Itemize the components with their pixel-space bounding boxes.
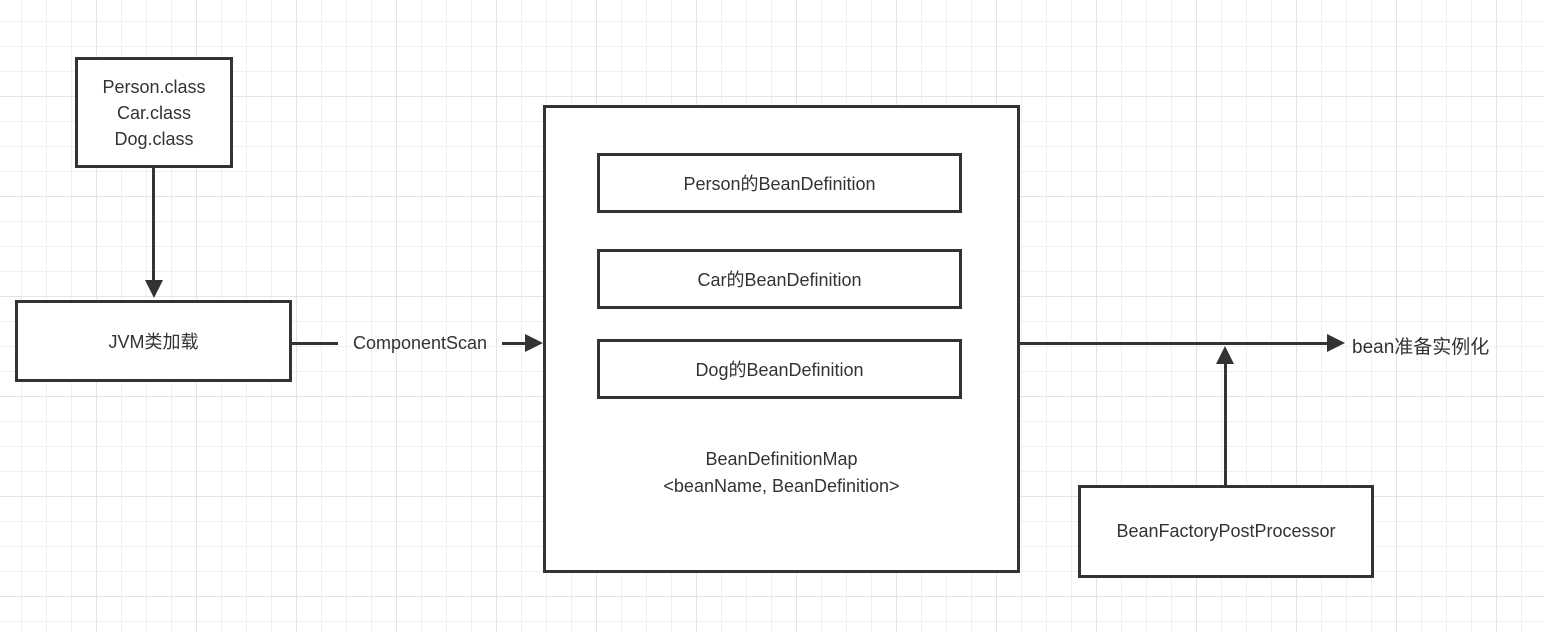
arrow-up-icon	[1216, 346, 1234, 364]
node-jvm-class-loading-label: JVM类加载	[108, 332, 199, 352]
bean-definition-map-caption: BeanDefinitionMap <beanName, BeanDefinit…	[546, 446, 1017, 500]
node-person-bean-definition: Person的BeanDefinition	[597, 153, 962, 213]
class-file-line: Person.class	[102, 76, 206, 97]
caption-line-2: <beanName, BeanDefinition>	[663, 476, 900, 496]
edge-to-instantiation-line	[1020, 342, 1328, 345]
node-bean-factory-post-processor-label: BeanFactoryPostProcessor	[1116, 521, 1336, 541]
class-file-line: Dog.class	[114, 128, 194, 149]
label-bean-ready-instantiation: bean准备实例化	[1352, 337, 1490, 358]
node-car-bean-definition-label: Car的BeanDefinition	[697, 270, 862, 290]
node-jvm-class-loading: JVM类加载	[15, 300, 292, 382]
node-class-files-text: Person.class Car.class Dog.class	[102, 74, 205, 152]
node-dog-bean-definition-label: Dog的BeanDefinition	[695, 360, 864, 380]
arrow-right-icon	[525, 334, 543, 352]
node-car-bean-definition: Car的BeanDefinition	[597, 249, 962, 309]
node-bean-factory-post-processor: BeanFactoryPostProcessor	[1078, 485, 1374, 578]
edge-componentscan-label: ComponentScan	[352, 333, 488, 353]
edge-componentscan-line-left	[292, 342, 338, 345]
arrow-down-icon	[145, 280, 163, 298]
edge-componentscan-line-right	[502, 342, 526, 345]
node-person-bean-definition-label: Person的BeanDefinition	[683, 174, 876, 194]
edge-bfpp-line	[1224, 362, 1227, 485]
class-file-line: Car.class	[116, 102, 191, 123]
arrow-right-icon	[1327, 334, 1345, 352]
node-bean-definition-map: Person的BeanDefinition Car的BeanDefinition…	[543, 105, 1020, 573]
edge-classfiles-to-jvm-line	[152, 168, 155, 282]
node-dog-bean-definition: Dog的BeanDefinition	[597, 339, 962, 399]
caption-line-1: BeanDefinitionMap	[705, 449, 858, 469]
node-class-files: Person.class Car.class Dog.class	[75, 57, 233, 168]
